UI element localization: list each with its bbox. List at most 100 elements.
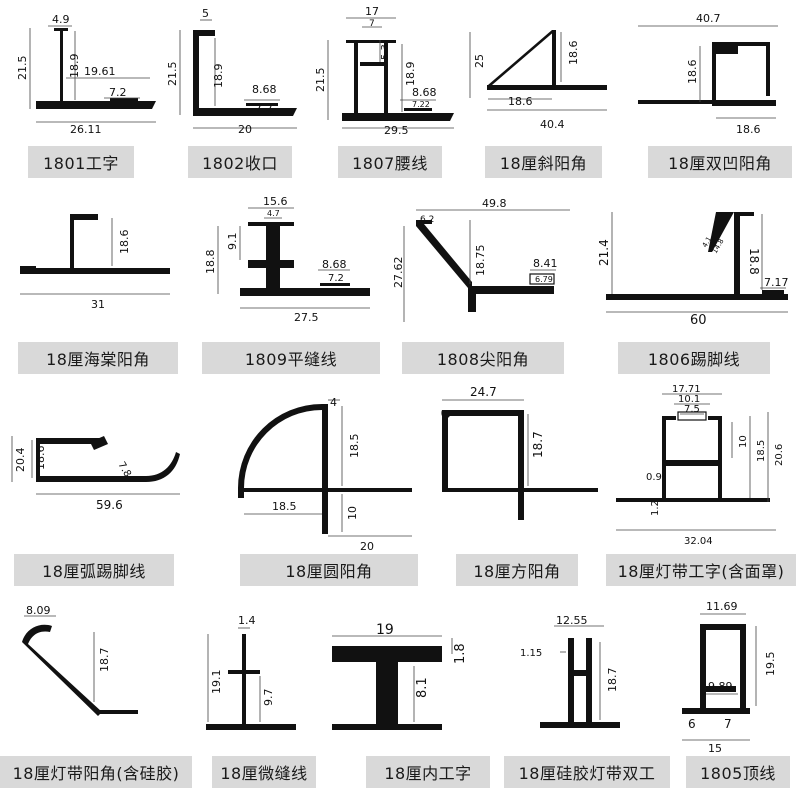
- profile-base-shape: [606, 294, 788, 300]
- dim-label: 17: [365, 5, 379, 18]
- profile-haitang-corner-drawing: 18.6 31: [20, 214, 170, 311]
- profile-fin-shape: [248, 260, 294, 268]
- profile-base-shape: [468, 286, 554, 294]
- profile-silicone-led-double-h: 12.55 1.15 18.7 18厘硅胶灯带双工: [500, 594, 676, 800]
- profile-led-corner-silicone: 8.09 18.7 18厘灯带阳角(含硅胶): [0, 594, 200, 800]
- profile-square-corner: 24.7 18.7 18厘方阳角: [420, 382, 600, 594]
- profile-label: 18厘斜阳角: [485, 146, 602, 178]
- profile-body-shape: [193, 30, 215, 108]
- dim-label: 18.7: [531, 431, 545, 458]
- profile-post-shape: [552, 30, 556, 85]
- profile-base-shape: [206, 724, 296, 730]
- profile-bridge-shape: [360, 62, 384, 66]
- profile-label: 18厘灯带工字(含面罩): [606, 554, 796, 586]
- dim-label: 5: [202, 7, 209, 20]
- profile-1809-drawing: 15.6 4.7 9.1 18.8 8.68 7.2 27.5: [204, 195, 370, 324]
- dim-label: 7.22: [412, 100, 430, 109]
- dim-label: 7.5: [684, 404, 700, 415]
- profile-right-post-shape: [708, 416, 722, 498]
- profile-body-shape: [248, 222, 294, 288]
- profile-label: 1806踢脚线: [618, 342, 770, 374]
- dim-label: 10: [738, 435, 749, 448]
- profile-label: 1801工字: [28, 146, 134, 178]
- profile-clip-shape: [246, 103, 278, 106]
- profile-body-shape: [346, 40, 396, 113]
- profile-base-shape: [193, 108, 297, 116]
- dim-label: 20: [360, 540, 374, 553]
- dim-label: 8.09: [26, 604, 51, 617]
- profile-haitang-corner: 18.6 31 18厘海棠阳角: [0, 190, 190, 382]
- profile-1805-drawing: 11.69 19.5 9.89 6 7 15: [682, 600, 777, 755]
- dim-label: 0.9: [646, 472, 662, 483]
- dim-label: 6: [688, 717, 696, 731]
- profile-diagonal-shape: [416, 220, 472, 288]
- profile-base-shape: [616, 498, 770, 502]
- dim-label: 21.4: [597, 239, 611, 266]
- profile-label: 18厘双凹阳角: [648, 146, 792, 178]
- profile-post-shape: [242, 634, 246, 726]
- dim-label: 8.41: [533, 257, 558, 270]
- dim-label: 9.1: [226, 233, 239, 251]
- dim-label: 31: [91, 298, 105, 311]
- profile-inner-h: 19 1.8 8.1 18厘内工字: [320, 594, 500, 800]
- profile-led-clip-shape: [90, 436, 108, 450]
- profile-1808-drawing: 6.2 49.8 27.62 18.75 8.41 6.79: [392, 197, 570, 322]
- dim-label: 6.2: [420, 215, 434, 225]
- profile-base-shape: [446, 488, 598, 492]
- dim-label: 7.2: [109, 86, 127, 99]
- dim-label: 20: [238, 123, 252, 136]
- profile-post-shape: [712, 42, 716, 100]
- dim-label: 18.8: [204, 250, 217, 275]
- profile-1801-drawing: 4.9 21.5 18.9 19.61 7.2 26.11: [16, 13, 156, 136]
- catalog-row-1: 4.9 21.5 18.9 19.61 7.2 26.11 1801工字 5 2…: [0, 0, 800, 190]
- profile-base-shape: [20, 268, 170, 274]
- profile-right-post-shape: [586, 638, 592, 722]
- profile-1807-drawing: 17 7 5.3 21.5 18.9 8.68 7.22 29.5: [314, 5, 454, 137]
- dim-label: 18.6: [508, 95, 533, 108]
- dim-label: 15.6: [263, 195, 288, 208]
- profile-clip-shape: [762, 290, 784, 294]
- dim-label: 11.69: [706, 600, 738, 613]
- profile-foot-shape: [20, 266, 36, 270]
- profile-side-shape: [766, 46, 770, 96]
- profile-1809: 15.6 4.7 9.1 18.8 8.68 7.2 27.5 1809平缝线: [190, 190, 390, 382]
- dim-label: 5.3: [380, 44, 391, 60]
- dim-label: 15: [708, 742, 722, 755]
- dim-label: 19.5: [764, 652, 777, 677]
- dim-label: 27.5: [294, 311, 319, 324]
- profile-right-leg-shape: [712, 100, 776, 106]
- profile-base-shape: [332, 724, 442, 730]
- dim-label: 21.5: [166, 62, 179, 87]
- dim-label: 18.9: [404, 62, 417, 87]
- profile-bridge-shape: [666, 460, 718, 466]
- profile-shelf-shape: [706, 686, 736, 692]
- dim-label: 1.2: [650, 500, 661, 516]
- profile-slanted-corner-drawing: 25 18.6 18.6 40.4: [469, 30, 607, 131]
- dim-label: 18.5: [348, 434, 361, 459]
- profile-1802: 5 21.5 18.9 8.68 7.2 20 1802收口: [160, 0, 310, 190]
- profile-base-shape: [244, 488, 412, 492]
- profile-inner-h-drawing: 19 1.8 8.1: [332, 622, 468, 730]
- dim-label: 40.4: [540, 118, 565, 131]
- profile-web-shape: [376, 662, 398, 724]
- dim-label: 17.71: [672, 384, 701, 395]
- profile-silicone-led-double-h-drawing: 12.55 1.15 18.7: [520, 614, 620, 728]
- dim-label: 32.04: [684, 536, 713, 547]
- profile-post-shape: [322, 404, 328, 534]
- dim-label: 40.7: [696, 12, 721, 25]
- profile-label: 18厘弧踢脚线: [14, 554, 174, 586]
- profile-arc-shape: [238, 404, 322, 498]
- profile-left-leg-shape: [638, 100, 716, 104]
- dim-label: 21.5: [314, 68, 327, 93]
- profile-label: 1807腰线: [338, 146, 442, 178]
- dim-label: 18.6: [686, 60, 699, 85]
- dim-label: 8.68: [412, 86, 437, 99]
- dim-label: 59.6: [96, 498, 123, 512]
- profile-top-shape: [712, 42, 770, 54]
- dim-label: 19.61: [84, 65, 116, 78]
- profile-label: 18厘方阳角: [456, 554, 578, 586]
- dim-label: 7.17: [764, 276, 789, 289]
- dim-label: 18.6: [118, 230, 131, 255]
- profile-clip-shape: [110, 98, 138, 101]
- profile-square-corner-drawing: 24.7 18.7: [441, 385, 598, 520]
